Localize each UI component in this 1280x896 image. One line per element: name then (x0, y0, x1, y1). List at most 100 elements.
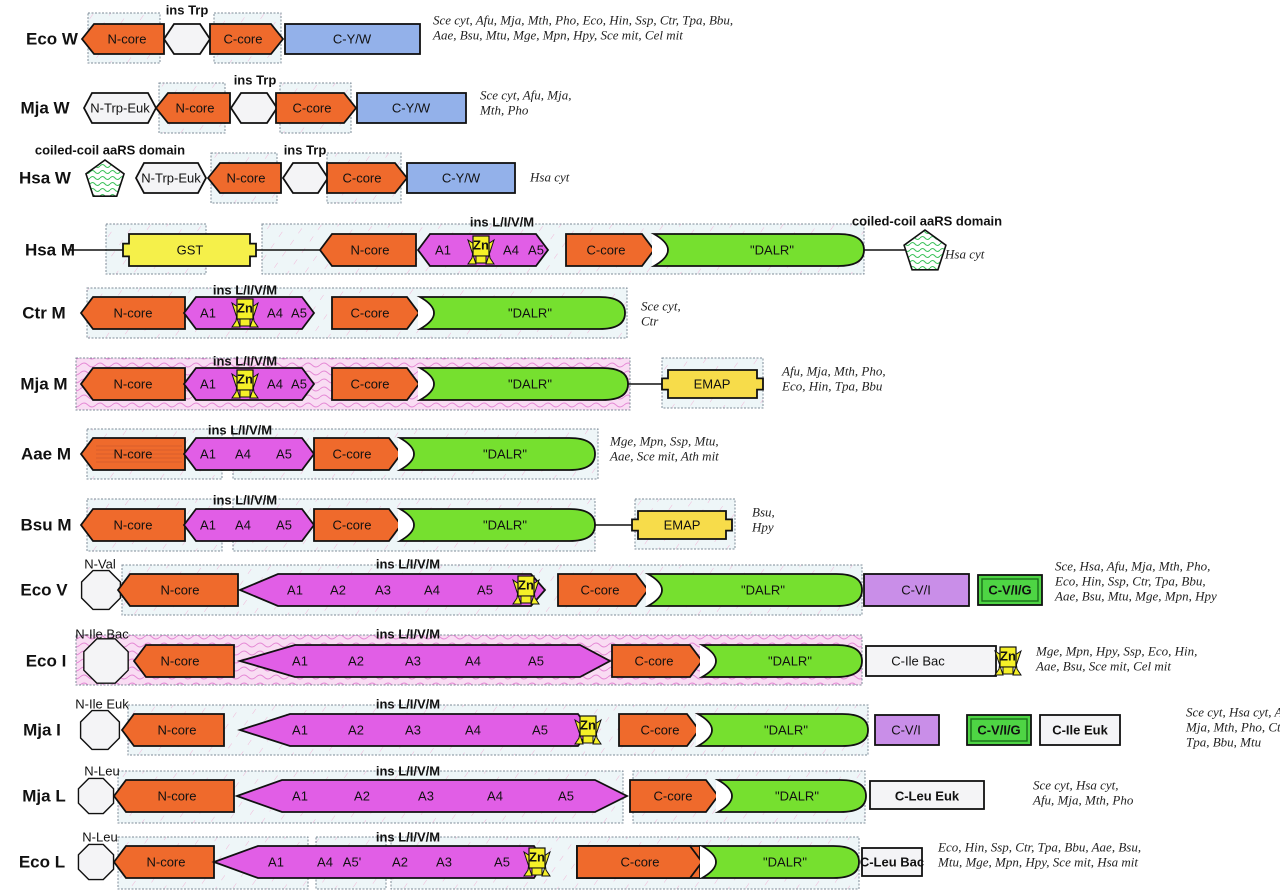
species-list: Sce, Hsa, Afu, Mja, Mth, Pho, (1055, 559, 1210, 574)
enzyme-label: Hsa M (25, 241, 75, 260)
domain-label: C-Ile Bac (891, 654, 945, 669)
species-list: Eco, Hin, Ssp, Ctr, Tpa, Bbu, Aae, Bsu, (937, 840, 1141, 855)
insertion-label: ins L/I/V/M (376, 764, 440, 779)
domain-label: N-core (175, 101, 214, 116)
domain-label: A4 (503, 243, 519, 258)
domain-label: A1 (287, 583, 303, 598)
domain-label: N-core (157, 723, 196, 738)
domain-label: C-core (586, 243, 625, 258)
dalr-domain (416, 296, 626, 330)
domain-label: A4 (465, 723, 481, 738)
zinc-finger-icon: Zn (994, 646, 1022, 676)
domain-label: N-core (113, 377, 152, 392)
species-list: Hpy (751, 520, 774, 535)
c-terminal-domain (406, 162, 516, 194)
domain-label: C-V/I/G (988, 583, 1031, 598)
species-list: Aae, Bsu, Mtu, Mge, Mpn, Hpy, Sce mit, C… (432, 28, 683, 43)
zn-label: Zn (1000, 649, 1016, 664)
enzyme-label: Aae M (21, 445, 71, 464)
domain-label: "DALR" (775, 789, 819, 804)
n-core-domain (132, 644, 235, 678)
c-core-domain (618, 713, 701, 747)
species-list: Tpa, Bbu, Mtu (1186, 735, 1262, 750)
domain-label: A1 (200, 377, 216, 392)
domain-label: "DALR" (508, 306, 552, 321)
c-terminal-domain (874, 714, 940, 746)
n-terminal-domain (77, 777, 115, 815)
dalr-notch (652, 234, 667, 266)
domain-label: N-core (157, 789, 196, 804)
domain-label: A3 (405, 654, 421, 669)
domain-label: C-Leu Euk (895, 789, 960, 804)
dalr-notch (700, 645, 715, 677)
c-core-domain (611, 644, 704, 678)
enzyme-label: Eco V (20, 581, 68, 600)
domain-label: N-core (113, 306, 152, 321)
domain-label: A4 (267, 377, 283, 392)
domain-label: A4 (487, 789, 503, 804)
c-terminal-domain-2-inner (981, 578, 1039, 602)
species-list: Aae, Sce mit, Ath mit (609, 449, 719, 464)
c-core-domain (326, 162, 409, 194)
zinc-finger-icon: Zn (467, 235, 495, 265)
zn-base (582, 735, 594, 744)
coiled-coil-domain (85, 159, 125, 197)
domain-label: N-core (160, 654, 199, 669)
domain-label: A5 (477, 583, 493, 598)
dalr-domain (698, 644, 863, 678)
insertion-label: ins L/I/V/M (213, 354, 277, 369)
n-terminal-label: N-Ile Euk (75, 697, 129, 712)
c-core-domain (557, 573, 650, 607)
species-list: Mge, Mpn, Ssp, Mtu, (609, 434, 719, 449)
c-terminal-domain (861, 847, 923, 877)
domain-label: C-core (342, 171, 381, 186)
species-list: Afu, Mja, Mth, Pho (1032, 793, 1134, 808)
zn-label: Zn (237, 301, 253, 316)
insertion-domain (281, 162, 330, 194)
c-core-domain (565, 233, 656, 267)
dalr-domain (650, 233, 865, 267)
zinc-finger-icon: Zn (512, 575, 540, 605)
enzyme-label: Ctr M (22, 304, 65, 323)
zn-base (520, 595, 532, 604)
domain-label: A5 (291, 306, 307, 321)
zn-label: Zn (473, 238, 489, 253)
connector-lines (68, 249, 905, 526)
insertion-label: ins L/I/V/M (376, 830, 440, 845)
domain-label: A4 (235, 518, 251, 533)
dalr-notch (398, 509, 413, 541)
domain-label: C-core (350, 377, 389, 392)
domain-label: A4 (465, 654, 481, 669)
species-list: Hsa cyt (529, 170, 570, 185)
domain-label: A2 (348, 723, 364, 738)
n-terminal-label: N-Leu (84, 764, 119, 779)
c-terminal-domain-2-inner (970, 718, 1028, 742)
domain-label: EMAP (694, 377, 731, 392)
insertion-label: ins L/I/V/M (376, 557, 440, 572)
emap-domain (631, 510, 733, 540)
dalr-notch (696, 714, 711, 746)
n-core-domain (318, 233, 417, 267)
domain-label: N-core (350, 243, 389, 258)
domain-label: A1 (200, 306, 216, 321)
dalr-notch (646, 574, 661, 606)
insertion-domain (234, 779, 630, 813)
domain-label: A5 (532, 723, 548, 738)
dalr-domain (396, 508, 596, 542)
n-terminal-domain (79, 709, 121, 751)
insertion-domain (229, 92, 279, 124)
species-list: Aae, Bsu, Mtu, Mge, Mpn, Hpy (1054, 589, 1217, 604)
domain-label: C-core (580, 583, 619, 598)
domain-label: A2 (330, 583, 346, 598)
zn-label: Zn (237, 372, 253, 387)
n-terminal-domain (83, 638, 129, 684)
species-list: Bsu, (752, 505, 775, 520)
enzyme-label: Eco L (19, 853, 65, 872)
c-core-domain (629, 779, 720, 813)
dalr-domain (714, 779, 867, 813)
domain-label: "DALR" (768, 654, 812, 669)
species-list: Sce cyt, Afu, Mja, Mth, Pho, Eco, Hin, S… (433, 13, 733, 28)
dalr-notch (716, 780, 731, 812)
domain-label: C-core (292, 101, 331, 116)
coiled-coil-domain (903, 229, 947, 271)
